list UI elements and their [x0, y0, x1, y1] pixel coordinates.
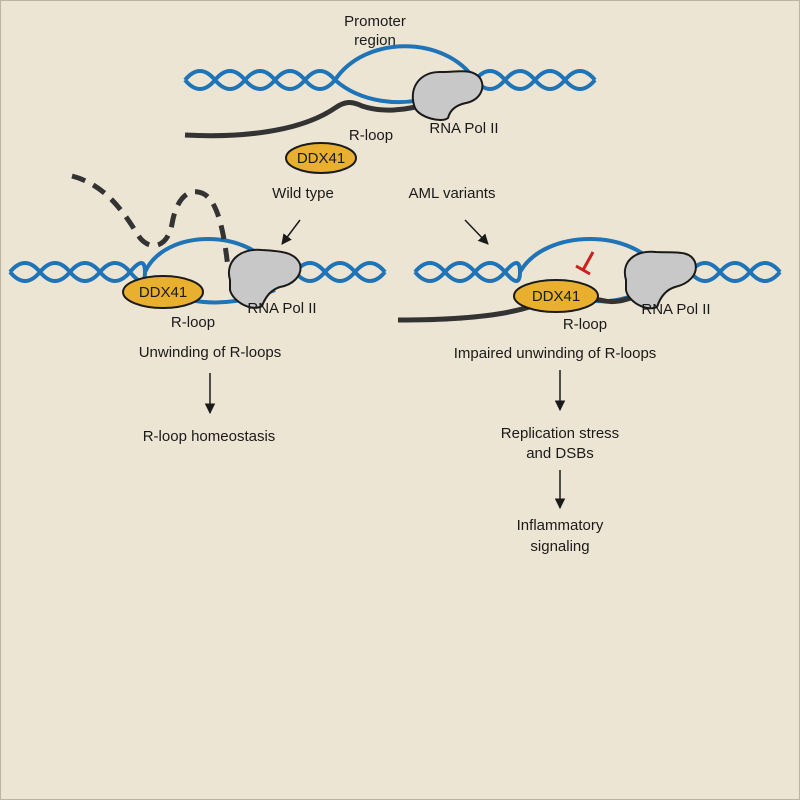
top-pol-label: RNA Pol II [429, 120, 498, 137]
right-outcome-inflammatory-line2: signaling [530, 538, 589, 555]
right-outcome-inflammatory-line1: Inflammatory [517, 517, 604, 534]
left-outcome-unwinding: Unwinding of R-loops [139, 344, 282, 361]
left-panel: DDX41 R-loop RNA Pol II Unwinding of R-l… [8, 173, 387, 445]
left-outcome-homeostasis: R-loop homeostasis [143, 428, 276, 445]
top-r-loop-label: R-loop [349, 127, 393, 144]
right-rna-pol-ii [623, 250, 697, 310]
top-ddx41 [285, 142, 357, 174]
right-outcome-replication-line2: and DSBs [526, 445, 594, 462]
promoter-label-line1: Promoter [344, 13, 406, 30]
right-pol-label: RNA Pol II [641, 301, 710, 318]
top-panel: DDX41 Promoter region R-loop RNA Pol II … [183, 13, 597, 245]
left-released-rna [71, 173, 231, 269]
right-outcome-replication-line1: Replication stress [501, 425, 619, 442]
wild-type-arrow [281, 219, 301, 245]
aml-variants-label: AML variants [409, 185, 496, 202]
top-ddx41-label: DDX41 [297, 150, 345, 167]
right-ddx41-label: DDX41 [532, 288, 580, 305]
left-ddx41-label: DDX41 [139, 284, 187, 301]
wild-type-label: Wild type [272, 185, 334, 202]
right-panel: DDX41 R-loop RNA Pol II Impaired unwindi… [397, 237, 782, 555]
aml-variants-arrow [464, 219, 489, 245]
top-dna-helix [183, 44, 597, 105]
left-pol-label: RNA Pol II [247, 300, 316, 317]
promoter-label-line2: region [354, 32, 396, 49]
left-r-loop-label: R-loop [171, 314, 215, 331]
top-rna-pol-ii [411, 70, 484, 121]
right-r-loop-label: R-loop [563, 316, 607, 333]
inhibition-symbol [575, 251, 595, 276]
right-outcome-impaired: Impaired unwinding of R-loops [454, 345, 657, 362]
left-rna-pol-ii [227, 248, 302, 309]
right-ddx41 [513, 279, 599, 313]
left-ddx41 [122, 275, 204, 309]
top-rna-strand [184, 99, 433, 139]
